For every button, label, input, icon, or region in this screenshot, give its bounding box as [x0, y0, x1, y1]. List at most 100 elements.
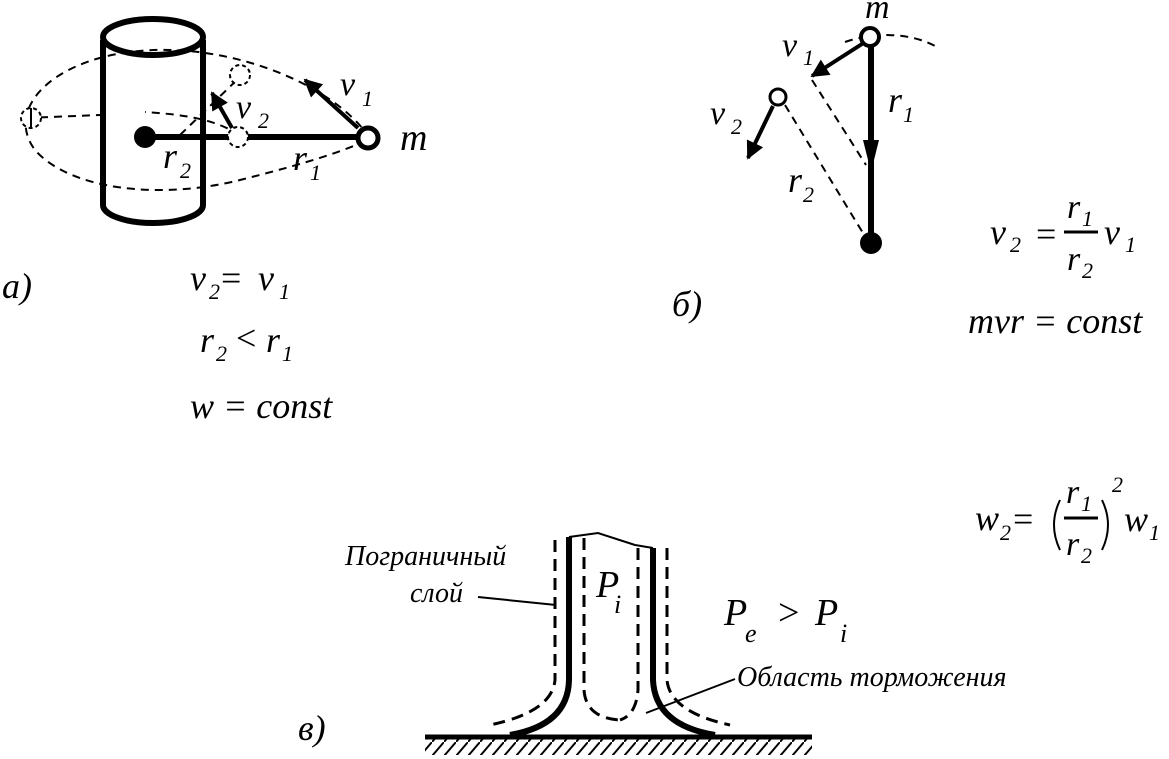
ground-hatching: [425, 739, 812, 755]
velocity-v2-arrow-b: [746, 105, 775, 160]
label-v2-letter: v: [236, 89, 252, 126]
annotation-boundary-layer-1: Пограничный: [344, 541, 506, 572]
orbit-arc-b: [844, 34, 936, 47]
panel-b-label: б): [672, 284, 702, 324]
svg-text:e: e: [745, 619, 757, 648]
label-v1-sub: 1: [362, 86, 373, 111]
svg-text:v: v: [190, 258, 206, 298]
ghost-mass-1: [229, 64, 251, 86]
equation-r2-lt-r1: r 2 < r 1: [200, 318, 293, 366]
label-r2-sub: 2: [180, 158, 191, 183]
ghost-mass-2: [227, 126, 249, 148]
outer-orbit: [24, 48, 371, 191]
label-m-b: m: [865, 0, 890, 26]
svg-text:2: 2: [1010, 232, 1021, 257]
dashed-r2: [784, 104, 867, 239]
cylinder-top: [100, 16, 206, 58]
mass-position-2: [768, 87, 788, 107]
equation-v2-eq-v1: v 2 = v 1: [190, 258, 290, 304]
svg-text:1: 1: [282, 341, 293, 366]
mass-m: [355, 125, 381, 151]
label-r2-b: r: [788, 160, 803, 200]
svg-text:=: =: [221, 258, 241, 298]
paren-right: [1101, 499, 1109, 551]
panel-c-label: в): [298, 708, 326, 748]
panel-a-label: а): [2, 266, 32, 306]
panel-c: Пограничный слой Область торможения P i …: [298, 531, 1007, 755]
equation-mvr-const: mvr = const: [968, 301, 1143, 341]
svg-text:1: 1: [1149, 520, 1160, 545]
axis-point: [134, 126, 156, 148]
velocity-v2-arrow: [210, 91, 234, 129]
svg-text:r: r: [1067, 189, 1081, 226]
inner-orbit: [25, 114, 101, 119]
annotation-boundary-layer-2: слой: [410, 578, 463, 609]
svg-text:1: 1: [1125, 232, 1136, 257]
velocity-v1-arrow-b: [810, 42, 864, 78]
svg-text:r: r: [266, 320, 281, 360]
svg-text:v: v: [1104, 212, 1120, 252]
svg-text:P: P: [723, 592, 747, 634]
boundary-layer-right-outer: [665, 548, 731, 727]
label-v1-letter: v: [340, 66, 356, 103]
center-point-b: [860, 232, 882, 254]
boundary-layer-left-inner: [582, 538, 621, 722]
label-r1-b: r: [888, 80, 903, 120]
pointer-boundary-layer: [477, 596, 557, 606]
cylinder: [100, 40, 206, 226]
label-Pi-sub: i: [614, 590, 621, 619]
equation-v2-ratio: v 2 = r 1 r 2 v 1: [990, 189, 1136, 283]
label-r1-letter: r: [293, 138, 308, 178]
svg-text:2: 2: [1112, 472, 1123, 497]
dashed-r1-r2: [811, 79, 867, 166]
panel-a: v 1 v 2 m r 1 r 2 а) v 2 = v 1 r 2 < r 1…: [2, 16, 427, 426]
svg-text:w: w: [1124, 499, 1148, 539]
equation-w2-ratio: w 2 = r 1 r 2 2 w 1: [975, 472, 1160, 568]
svg-text:>: >: [778, 592, 799, 634]
vortex-left-wall: [509, 537, 572, 738]
mass-m-b: [859, 26, 881, 48]
boundary-layer-right-inner: [619, 548, 640, 722]
label-Pi: P: [595, 564, 619, 606]
paren-left: [1053, 499, 1061, 551]
svg-text:2: 2: [216, 341, 227, 366]
radius-r1-arrowhead: [863, 140, 879, 172]
vortex-right-wall: [650, 548, 716, 738]
label-v2-sub: 2: [258, 108, 269, 133]
svg-text:r: r: [200, 320, 215, 360]
svg-text:1: 1: [279, 279, 290, 304]
svg-text:=: =: [1013, 499, 1033, 539]
velocity-v1-arrow: [303, 78, 360, 130]
svg-text:<: <: [236, 318, 256, 358]
label-m: m: [400, 117, 427, 159]
panel-b: m v 1 v 2 r 1 r 2 б) v 2 = r 1 r 2 v 1 m…: [672, 0, 1160, 568]
svg-text:1: 1: [1081, 491, 1092, 516]
label-v1-b-sub: 1: [803, 45, 814, 70]
svg-text:r: r: [1067, 241, 1081, 278]
svg-text:w: w: [975, 498, 999, 538]
equation-w-const: w = const: [190, 386, 333, 426]
label-v1-b: v: [782, 27, 798, 64]
svg-text:i: i: [840, 619, 847, 648]
svg-text:P: P: [814, 592, 838, 634]
svg-text:r: r: [1066, 474, 1080, 511]
equation-Pe-gt-Pi: P e > P i: [723, 592, 847, 648]
label-r1-sub: 1: [310, 160, 321, 185]
label-r2-b-sub: 2: [803, 182, 814, 207]
svg-text:=: =: [1036, 214, 1056, 254]
svg-text:2: 2: [209, 279, 220, 304]
label-v2-b-sub: 2: [731, 114, 742, 139]
boundary-layer-left-outer: [489, 540, 557, 727]
svg-text:2: 2: [1082, 258, 1093, 283]
svg-text:r: r: [1066, 526, 1080, 563]
label-r1-b-sub: 1: [903, 102, 914, 127]
vortex-top: [568, 531, 654, 549]
svg-text:2: 2: [1000, 520, 1011, 545]
pointer-braking-region: [645, 678, 736, 714]
svg-text:1: 1: [1082, 206, 1093, 231]
svg-text:v: v: [990, 212, 1006, 252]
annotation-braking-region: Область торможения: [737, 662, 1007, 693]
label-r2-letter: r: [163, 136, 178, 176]
svg-text:v: v: [258, 258, 274, 298]
